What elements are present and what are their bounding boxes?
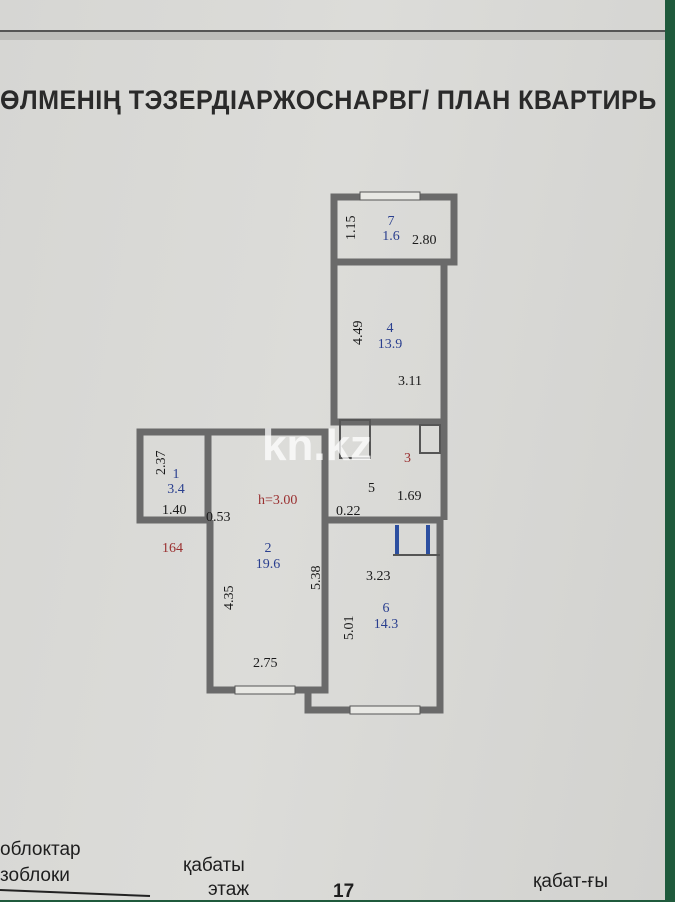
room-4-dim: 4.49 (351, 321, 366, 346)
room-4-number: 4 (387, 321, 394, 336)
window (349, 705, 421, 715)
ceiling-height: h=3.00 (258, 493, 297, 508)
window (234, 685, 296, 695)
room-1-area: 3.4 (167, 482, 185, 497)
small-dim: 0.22 (336, 504, 361, 519)
room-7-area: 1.6 (382, 229, 400, 244)
room-1-dim: 2.37 (154, 451, 169, 476)
room-4-dim: 3.11 (398, 374, 422, 389)
blue-mark (426, 525, 430, 555)
room-1-walls (136, 428, 212, 524)
room-7-number: 7 (388, 214, 395, 229)
room-4-area: 13.9 (378, 337, 403, 352)
walls (136, 191, 458, 715)
floors-label-kz: қабат-ғы (533, 871, 609, 892)
room-6-area: 14.3 (374, 617, 399, 632)
watermark: kn.kz (262, 421, 372, 470)
room-6-dim: 3.23 (366, 569, 391, 584)
page-title: ӨЛМЕНІҢ ТЭЗЕРДІАРЖОСНАРВГ/ ПЛАН КВАРТИРЬ (0, 85, 657, 115)
room-3-number: 3 (404, 451, 411, 466)
blue-mark (395, 525, 399, 555)
room-6-walls (304, 516, 444, 714)
room-2-dim: 4.35 (222, 586, 237, 611)
floor-label-ru: этаж (208, 879, 250, 900)
divider (0, 889, 151, 897)
room-2-area: 19.6 (256, 557, 281, 572)
bath-label: 5 (368, 481, 375, 496)
room-2-number: 2 (265, 541, 272, 556)
room-7-dim: 2.80 (412, 233, 437, 248)
room-2-dim: 0.53 (206, 510, 231, 525)
red-code: 164 (162, 541, 183, 556)
window (359, 191, 421, 201)
room-1-dim: 1.40 (162, 503, 187, 518)
room-6-number: 6 (383, 601, 390, 616)
blocks-label-kz: облоктар (0, 839, 81, 860)
room-1-number: 1 (173, 467, 180, 482)
sheet-top-edge (0, 30, 665, 40)
bath-dim: 1.69 (397, 489, 422, 504)
cabinet (419, 424, 441, 454)
room-4-walls (330, 258, 448, 426)
floor-label-kz: қабаты (183, 855, 245, 876)
blocks-label-ru: зоблоки (0, 865, 70, 886)
ventilation-shaft (339, 419, 371, 459)
room-2-dim: 5.38 (309, 566, 324, 591)
room-6-dim: 5.01 (342, 616, 357, 641)
room-7-dim: 1.15 (344, 216, 359, 241)
room-2-dim: 2.75 (253, 656, 278, 671)
room-2-walls (206, 428, 329, 694)
floor-value: 17 (333, 881, 355, 902)
